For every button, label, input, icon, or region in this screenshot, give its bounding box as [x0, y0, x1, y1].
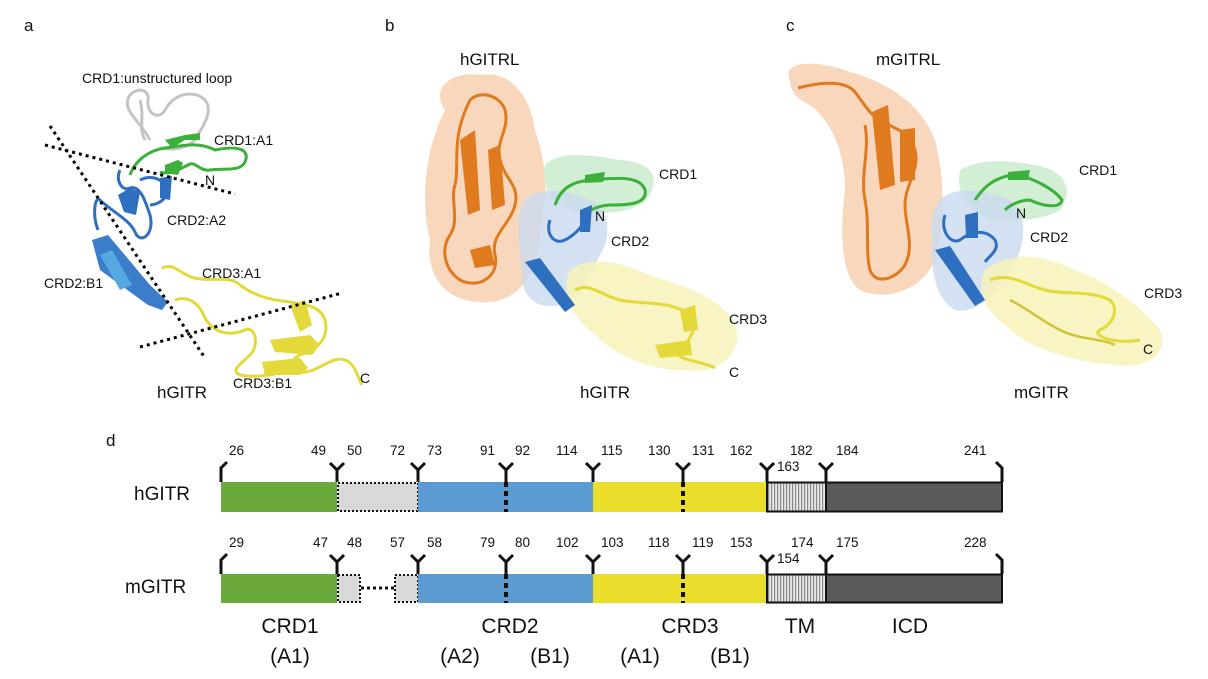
label-crd3: CRD3 [1144, 285, 1183, 301]
label-crd1: CRD1 [659, 166, 698, 182]
residue-number: 49 [311, 443, 327, 458]
residue-number: 184 [836, 443, 859, 458]
hgitrl-hgitr-complex-structure [425, 74, 738, 371]
domain-label-icd: ICD [891, 615, 929, 638]
residue-number: 114 [556, 443, 578, 458]
panel-letter-a: a [24, 16, 34, 35]
residue-number: 130 [648, 443, 671, 458]
residue-number: 91 [480, 443, 496, 458]
mgitr-domain-bar [219, 552, 1004, 604]
hgitr-ribbon-structure [44, 88, 364, 386]
label-crd2: CRD2 [1030, 229, 1069, 245]
residue-number: 50 [347, 443, 363, 458]
mgitrl-mgitr-complex-structure [788, 63, 1163, 366]
hgitr-domain-bar [219, 460, 1004, 513]
residue-number: 92 [515, 443, 531, 458]
label-c-terminus: C [729, 364, 740, 380]
label-crd3-b1: CRD3:B1 [233, 375, 293, 391]
residue-number: 228 [964, 535, 987, 550]
residue-number: 57 [390, 535, 406, 550]
label-ligand-hgitrl: hGITRL [460, 50, 520, 69]
residue-number: 162 [730, 443, 753, 458]
label-receptor-hgitr: hGITR [580, 383, 631, 402]
label-crd3: CRD3 [729, 311, 768, 327]
label-crd1: CRD1 [1079, 162, 1118, 178]
residue-number: 154 [777, 551, 800, 566]
residue-number: 26 [229, 443, 245, 458]
residue-number: 47 [313, 535, 329, 550]
panel-letter-c: c [786, 16, 795, 35]
residue-number: 119 [692, 535, 714, 550]
label-ligand-mgitrl: mGITRL [876, 50, 941, 69]
row-label-mgitr: mGITR [125, 577, 187, 598]
residue-number: 79 [480, 535, 496, 550]
panel-letter-d: d [106, 431, 116, 450]
label-crd1-a1: CRD1:A1 [214, 132, 274, 148]
domain-label-crd1: CRD1 [261, 615, 319, 638]
residue-number: 163 [777, 459, 800, 474]
label-crd3-a1: CRD3:A1 [202, 265, 262, 281]
label-receptor-mgitr: mGITR [1014, 383, 1069, 402]
residue-number: 29 [229, 535, 245, 550]
panel-letter-b: b [385, 16, 395, 35]
label-crd2-b1: CRD2:B1 [44, 275, 104, 291]
residue-number: 58 [427, 535, 443, 550]
label-n-terminus: N [1016, 205, 1027, 221]
domain-sublabel-crd3-a1: (A1) [620, 645, 660, 668]
label-c-terminus: C [360, 370, 371, 386]
residue-number: 153 [730, 535, 753, 550]
residue-number: 115 [601, 443, 623, 458]
domain-sublabel-crd2-b1: (B1) [530, 645, 570, 668]
residue-number: 182 [790, 443, 813, 458]
row-label-hgitr: hGITR [134, 484, 190, 505]
label-n-terminus: N [205, 172, 216, 188]
residue-number: 80 [515, 535, 531, 550]
domain-label-crd2: CRD2 [481, 615, 539, 638]
domain-sublabel-crd2-a2: (A2) [440, 645, 480, 668]
domain-sublabel-crd1-a1: (A1) [270, 645, 310, 668]
residue-number: 72 [390, 443, 406, 458]
domain-label-tm: TM [784, 615, 816, 638]
residue-number: 102 [556, 535, 579, 550]
label-protein-hgitr: hGITR [157, 383, 208, 402]
label-crd1-unstructured-loop: CRD1:unstructured loop [82, 70, 233, 86]
residue-number: 118 [648, 535, 670, 550]
domain-sublabel-crd3-b1: (B1) [710, 645, 750, 668]
label-c-terminus: C [1143, 341, 1154, 357]
residue-number: 241 [964, 443, 987, 458]
residue-number: 174 [791, 535, 814, 550]
label-crd2-a2: CRD2:A2 [167, 212, 227, 228]
residue-number: 103 [601, 535, 624, 550]
domain-label-crd3: CRD3 [661, 615, 719, 638]
label-n-terminus: N [595, 208, 606, 224]
residue-number: 175 [836, 535, 859, 550]
residue-number: 48 [347, 535, 363, 550]
label-crd2: CRD2 [611, 233, 650, 249]
residue-number: 131 [692, 443, 715, 458]
residue-number: 73 [427, 443, 443, 458]
